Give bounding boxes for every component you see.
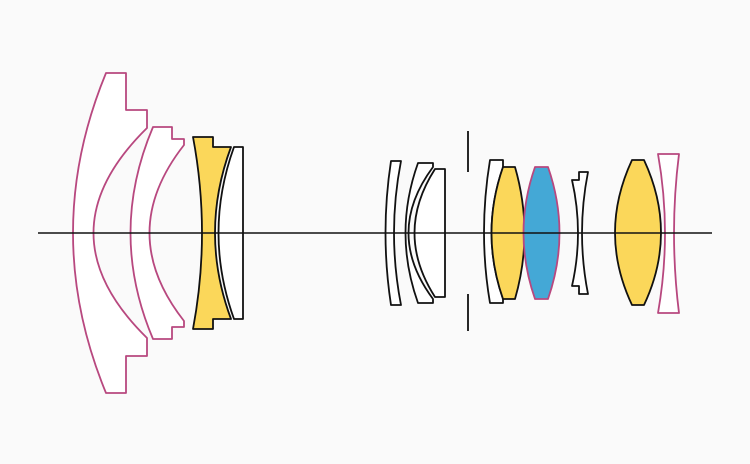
- lens-element-2: [129, 126, 185, 340]
- lens-element-6: [404, 162, 434, 304]
- lens-element-1: [72, 72, 148, 394]
